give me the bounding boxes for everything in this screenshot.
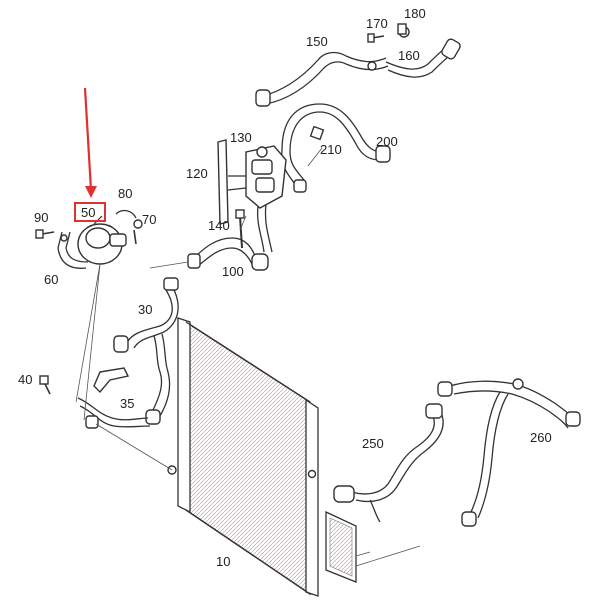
callout-180: 180 [404,6,426,21]
callout-260: 260 [530,430,552,445]
screw-90 [35,229,55,239]
callout-250: 250 [362,436,384,451]
leader-lines [75,147,421,567]
callout-210: 210 [320,142,342,157]
callout-50: 50 [81,205,95,220]
radiator [167,317,319,597]
clamps-160-180 [367,23,410,43]
bolt-40 [39,375,51,395]
callout-170: 170 [366,16,388,31]
auxiliary-water-pump-50 [77,215,127,265]
highlight-callout-50: 50 [74,87,106,222]
hose-260 [437,378,581,527]
callout-10: 10 [216,554,230,569]
callout-60: 60 [44,272,58,287]
callout-40: 40 [18,372,32,387]
highlight-arrow-shaft [83,87,93,191]
callout-200: 200 [376,134,398,149]
callout-100: 100 [222,264,244,279]
bracket-60 [57,231,89,269]
coolant-pump-130 [245,145,287,253]
callout-140: 140 [208,218,230,233]
callout-160: 160 [398,48,420,63]
callout-35: 35 [120,396,134,411]
callout-90: 90 [34,210,48,225]
hose-200 [281,103,391,193]
hose-100 [187,237,269,271]
bolt-140 [235,209,245,249]
hose-35 [77,367,151,429]
callout-120: 120 [186,166,208,181]
hose-250 [333,403,444,523]
highlight-box [74,202,106,222]
hose-150 [255,38,461,107]
callout-130: 130 [230,130,252,145]
callout-150: 150 [306,34,328,49]
auxiliary-cooler [325,510,357,583]
callout-30: 30 [138,302,152,317]
callout-70: 70 [142,212,156,227]
clip-70 [115,209,143,245]
highlight-arrow-head [85,186,97,198]
bracket-120 [217,139,247,225]
hose-30 [113,277,179,425]
callout-80: 80 [118,186,132,201]
callout-labels: 150 170 180 160 130 200 210 120 80 70 90… [18,6,552,569]
